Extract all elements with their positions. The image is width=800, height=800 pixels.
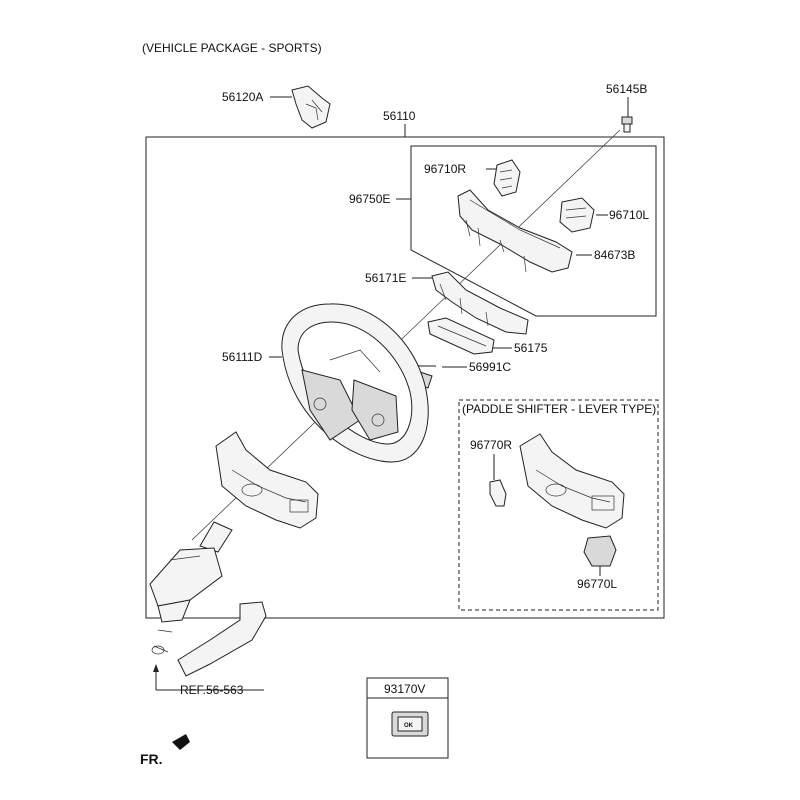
front-label: FR.: [140, 751, 163, 767]
ref-arrow-icon: [153, 664, 159, 672]
plate-part-56175[interactable]: [427, 317, 495, 355]
paddle-lower-cover-part[interactable]: [519, 433, 625, 529]
steering-wheel-part-56111D[interactable]: [281, 303, 429, 463]
label-84673B[interactable]: 84673B: [594, 248, 635, 262]
label-96710R[interactable]: 96710R: [424, 162, 466, 176]
label-56111D[interactable]: 56111D: [222, 350, 263, 364]
lower-cover-part[interactable]: [215, 431, 319, 529]
label-96750E[interactable]: 96750E: [349, 192, 390, 206]
steering-column-part[interactable]: [149, 521, 233, 623]
paddle-shifter-title: (PADDLE SHIFTER - LEVER TYPE): [462, 402, 656, 416]
package-title: (VEHICLE PACKAGE - SPORTS): [142, 41, 322, 55]
label-56991C[interactable]: 56991C: [469, 360, 511, 374]
label-56145B[interactable]: 56145B: [606, 82, 647, 96]
label-56175[interactable]: 56175: [514, 341, 548, 355]
lower-shaft-part[interactable]: [151, 601, 267, 677]
ref-label[interactable]: REF.56-563: [180, 683, 244, 697]
front-arrow-icon: [172, 734, 190, 750]
switch-part-93170V[interactable]: OK: [391, 711, 429, 737]
label-93170V[interactable]: 93170V: [384, 682, 425, 696]
label-56171E[interactable]: 56171E: [365, 271, 406, 285]
switch-box-frame: [366, 677, 449, 759]
switch-part-96710R[interactable]: [493, 159, 521, 197]
switch-ok-text: OK: [404, 723, 414, 729]
label-96770L[interactable]: 96770L: [577, 577, 617, 591]
label-96710L[interactable]: 96710L: [609, 208, 649, 222]
label-56110[interactable]: 56110: [383, 109, 416, 123]
damper-part-56120A[interactable]: [291, 85, 331, 129]
switch-group-frame: [410, 145, 657, 317]
label-56120A[interactable]: 56120A: [222, 90, 263, 104]
paddle-part-96770R[interactable]: [489, 479, 507, 507]
paddle-shifter-frame: [458, 399, 659, 611]
switch-cover-part-96750E[interactable]: [457, 189, 573, 273]
label-96770R[interactable]: 96770R: [470, 438, 512, 452]
switch-part-96710L[interactable]: [559, 197, 595, 233]
bolt-part-56145B[interactable]: [621, 116, 633, 133]
paddle-part-96770L[interactable]: [583, 535, 617, 567]
bracket-part-56171E[interactable]: [431, 271, 529, 335]
